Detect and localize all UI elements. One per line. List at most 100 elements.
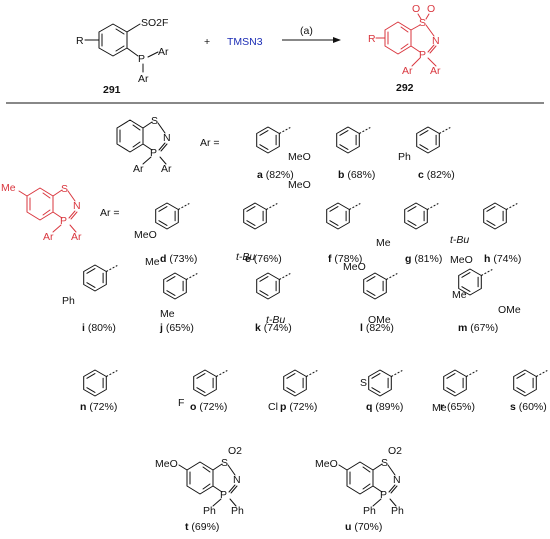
s-atom: S [381,457,388,469]
substituent-label: Me [145,256,160,268]
entry-label-i: i (80%) [82,322,116,334]
o2-label: O2 [228,445,242,457]
entry-label-f: f (78%) [328,253,362,265]
reagent-label: TMSN3 [227,36,263,48]
ar-label: Ar [71,231,82,243]
p-atom: P [60,215,67,227]
aryl-ring [193,369,228,397]
aryl-ring [483,202,518,230]
compound-label: 292 [396,82,414,94]
aryl-ring [458,268,493,296]
substituent-label: t-Bu [236,251,255,263]
substituent-label: Me [452,289,467,301]
entry-label-p: p (72%) [280,401,317,413]
methoxy-label: MeO [315,458,338,470]
ar-equals: Ar = [100,207,120,219]
reactant-291: R SO2F P Ar Ar 291 [76,17,169,96]
p-atom: P [150,147,157,159]
product-292: R S N P O O Ar Ar 292 [368,3,441,94]
p-atom: P [220,489,227,501]
substituent-label: MeO [134,229,157,241]
substituent-label: MeO [288,179,311,191]
ar-label: Ar [161,163,172,175]
substituent-label: t-Bu [266,314,285,326]
aryl-ring [326,202,361,230]
aryl-ring [513,369,548,397]
aryl-ring [404,202,439,230]
entry-label-h: h (74%) [484,253,521,265]
entry-label-e: e (76%) [245,253,282,265]
o2-label: O2 [388,445,402,457]
n-atom: N [163,132,171,144]
entries-layer: a (82%) b (68%) c (82%) d (73%) e (76%) f (78… [80,126,548,533]
aryl-ring [256,126,291,154]
n-atom: N [233,474,241,486]
substituent-label: S [360,377,367,389]
substituent-label: OMe [368,314,391,326]
entry-label-k: k (74%) [255,322,292,334]
substituent-label: Ph [398,151,411,163]
entry-label-t: t (69%) [185,521,219,533]
entry-label-m: m (67%) [458,322,498,334]
entry-label-q: q (89%) [366,401,403,413]
core-structure-series1: S N P Ar Ar [116,115,172,175]
ar-label: Ar [43,231,54,243]
aryl-ring [155,202,190,230]
entry-label-s: s (60%) [510,401,547,413]
p-atom: P [138,53,145,65]
aryl-ring [368,369,403,397]
s-atom: S [419,17,426,29]
aryl-ring [256,272,291,300]
substituent-label: OMe [498,304,521,316]
aryl-ring [363,272,398,300]
ar-label: Ar [430,65,441,77]
entry-label-l: l (82%) [360,322,394,334]
ar-label: Ar [158,46,169,58]
ph-label: Ph [363,505,376,517]
substituent-label: MeO [450,254,473,266]
r-group: R [76,35,84,47]
methoxy-label: MeO [155,458,178,470]
n-atom: N [432,35,440,47]
core-structure-series2: Me S N P Ar Ar [1,182,82,243]
p-atom: P [380,489,387,501]
entry-label-j: j (65%) [159,322,194,334]
substituent-label: Cl [268,401,278,413]
substituent-label: Me [160,308,175,320]
substituent-label: MeO [288,151,311,163]
compound-label: 291 [103,84,121,96]
p-atom: P [419,49,426,61]
s-atom: S [151,115,158,127]
entry-label-c: c (82%) [418,169,455,181]
o-atom: O [427,3,435,15]
s-atom: S [221,457,228,469]
entry-label-d: d (73%) [160,253,197,265]
o-atom: O [412,3,420,15]
plus-sign: + [204,36,210,48]
substituent-label: F [178,397,184,409]
compound-u: MeO S O2 N P Ph Ph [315,445,404,517]
substituent-label: Me [376,237,391,249]
ar-label: Ar [138,73,149,85]
substituent-label: MeO [343,261,366,273]
entry-label-n: n (72%) [80,401,117,413]
aryl-ring [243,202,278,230]
substituent-label: t-Bu [450,234,469,246]
ph-label: Ph [231,505,244,517]
n-atom: N [393,474,401,486]
aryl-ring [336,126,371,154]
ar-label: Ar [402,65,413,77]
aryl-ring [443,369,478,397]
aryl-ring [416,126,451,154]
so2f-label: SO2F [141,17,168,29]
methyl-label: Me [1,182,16,194]
condition-label: (a) [300,25,313,37]
entry-label-b: b (68%) [338,169,375,181]
ph-label: Ph [391,505,404,517]
entry-label-a: a (82%) [257,169,294,181]
compound-t: MeO S O2 N P Ph Ph [155,445,244,517]
r-group: R [368,33,376,45]
aryl-ring [83,264,118,292]
ph-label: Ph [203,505,216,517]
aryl-ring [83,369,118,397]
